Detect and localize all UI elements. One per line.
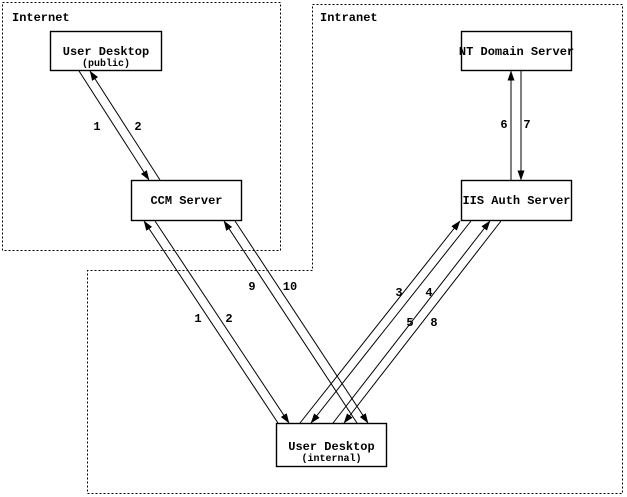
edge-9-internal-desktop-to-ccm [223, 220, 358, 424]
node-user-desktop-internal-label: User Desktop [288, 440, 374, 454]
edge-1-public-desktop-to-ccm [78, 70, 150, 181]
edge-4-iis-to-internal-desktop [310, 220, 472, 424]
node-iis-auth-server-box [460, 179, 573, 222]
edge-label-4: 4 [425, 286, 432, 300]
edge-2-ccm-to-internal-desktop [154, 220, 290, 424]
node-user-desktop-internal-box [275, 422, 388, 468]
edge-2-ccm-to-public-desktop [89, 70, 161, 181]
node-user-desktop-public: User Desktop (public) [49, 30, 163, 72]
node-ccm-server: CCM Server [130, 179, 243, 222]
node-user-desktop-internal: User Desktop (internal) [275, 422, 388, 468]
node-nt-domain-server: NT Domain Server [459, 30, 574, 72]
internet-region-label: Internet [12, 11, 70, 25]
internet-region-border [2, 2, 281, 251]
edge-label-8: 8 [430, 316, 437, 330]
edge-10-ccm-to-internal-desktop [234, 220, 369, 424]
node-user-desktop-public-label: User Desktop [63, 45, 149, 59]
node-nt-domain-server-label: NT Domain Server [459, 45, 574, 59]
intranet-region-border [87, 4, 623, 494]
node-user-desktop-internal-sublabel: (internal) [301, 453, 361, 465]
node-iis-auth-server: IIS Auth Server [460, 179, 573, 222]
edge-label-9: 9 [248, 280, 255, 294]
edge-label-1-public: 1 [93, 120, 100, 134]
edge-3-internal-desktop-to-iis [299, 220, 461, 424]
node-user-desktop-public-box [49, 30, 163, 72]
node-iis-auth-server-label: IIS Auth Server [462, 194, 570, 208]
edge-label-2-public: 2 [134, 120, 141, 134]
edge-label-3: 3 [395, 286, 402, 300]
edge-5-internal-desktop-to-iis [332, 220, 491, 424]
edge-label-5: 5 [406, 316, 413, 330]
node-nt-domain-server-box [460, 30, 573, 72]
edge-label-7: 7 [523, 118, 530, 132]
node-ccm-server-box [130, 179, 243, 222]
edge-label-10: 10 [283, 280, 297, 294]
edge-label-2-internal: 2 [225, 312, 232, 326]
node-user-desktop-public-sublabel: (public) [82, 58, 130, 70]
edge-label-6: 6 [500, 118, 507, 132]
edge-1-internal-desktop-to-ccm [143, 220, 279, 424]
node-ccm-server-label: CCM Server [150, 194, 222, 208]
edge-label-1-internal: 1 [194, 312, 201, 326]
intranet-region-label: Intranet [320, 11, 378, 25]
edge-8-iis-to-internal-desktop [343, 220, 502, 424]
